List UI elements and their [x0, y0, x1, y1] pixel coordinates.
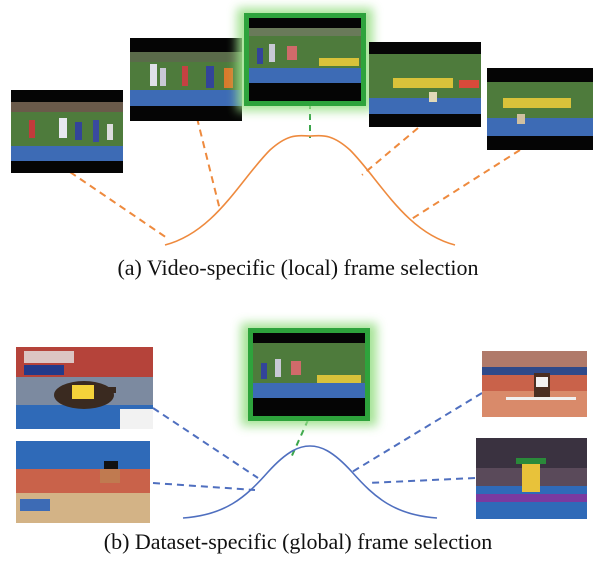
panel-b-global-selection	[16, 323, 587, 523]
panel-a-links	[69, 117, 521, 239]
dataset-image-right-top	[482, 351, 587, 417]
global-gaussian-curve	[182, 445, 438, 519]
link-frame-5	[409, 149, 521, 221]
link-image-right-top	[351, 392, 483, 473]
selected-dataset-image	[241, 323, 377, 426]
link-image-left-bottom	[152, 482, 256, 491]
video-frame-5	[487, 68, 593, 150]
link-frame-2	[196, 117, 221, 211]
video-frame-1	[11, 90, 123, 173]
video-frame-2	[130, 38, 242, 121]
link-frame-1	[69, 171, 168, 239]
video-frame-4	[369, 42, 481, 127]
link-frame-4	[361, 127, 419, 176]
caption-local-selection: (a) Video-specific (local) frame selecti…	[117, 255, 479, 280]
dataset-image-left-top	[16, 347, 153, 429]
link-image-left-top	[152, 407, 259, 479]
panel-b-links	[152, 392, 483, 491]
panel-a-local-selection	[11, 8, 593, 246]
local-gaussian-curve	[164, 134, 456, 246]
caption-global-selection: (b) Dataset-specific (global) frame sele…	[103, 529, 493, 554]
link-selected-image	[289, 419, 309, 461]
selected-video-frame	[237, 8, 373, 111]
dataset-image-right-bottom	[476, 438, 587, 519]
dataset-image-left-bottom	[16, 441, 150, 523]
link-image-right-bottom	[367, 477, 476, 484]
